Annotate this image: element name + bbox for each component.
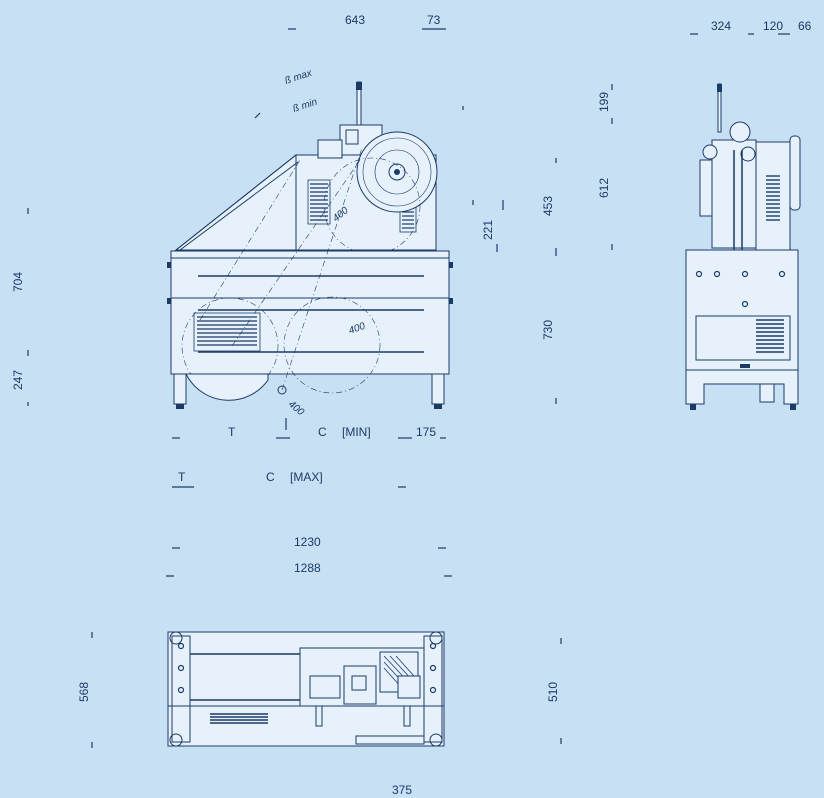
dim-453: 453 <box>541 196 555 216</box>
side-wheel-edge <box>789 135 801 211</box>
dim-1288: 1288 <box>294 561 321 575</box>
dim-375: 375 <box>392 783 412 797</box>
label-c-max: C <box>266 470 275 484</box>
label-max: [MAX] <box>290 470 323 484</box>
dim-510: 510 <box>546 682 560 702</box>
dim-lower-height: 247 <box>11 370 25 390</box>
vent-grille-lower <box>193 312 261 352</box>
dim-612: 612 <box>597 178 611 198</box>
angle-max-label: ß max <box>284 67 315 86</box>
wheel-dia-small: 400 <box>286 399 306 418</box>
angle-min-label: ß min <box>292 97 320 115</box>
dim-1230: 1230 <box>294 535 321 549</box>
dim-top-width: 643 <box>345 13 365 27</box>
dim-568: 568 <box>77 682 91 702</box>
dim-120: 120 <box>763 19 783 33</box>
label-t-min: T <box>228 425 236 439</box>
dim-221: 221 <box>481 220 495 240</box>
label-t-max: T <box>178 470 186 484</box>
dim-730: 730 <box>541 320 555 340</box>
leg-left <box>173 373 187 405</box>
top-view: 568 510 375 <box>77 631 562 797</box>
dim-66: 66 <box>798 19 812 33</box>
dim-199: 199 <box>597 92 611 112</box>
label-c-min: C <box>318 425 327 439</box>
dim-324: 324 <box>711 19 731 33</box>
dim-top-offset: 73 <box>427 13 441 27</box>
lower-blade-wheel <box>185 373 269 401</box>
side-view: 324 120 66 199 612 <box>597 19 812 410</box>
main-body <box>170 250 450 375</box>
label-min: [MIN] <box>342 425 371 439</box>
dim-total-height: 704 <box>11 272 25 292</box>
leg-right <box>431 373 445 405</box>
front-view: 643 73 ß max ß min <box>11 13 557 577</box>
dim-175: 175 <box>416 425 436 439</box>
